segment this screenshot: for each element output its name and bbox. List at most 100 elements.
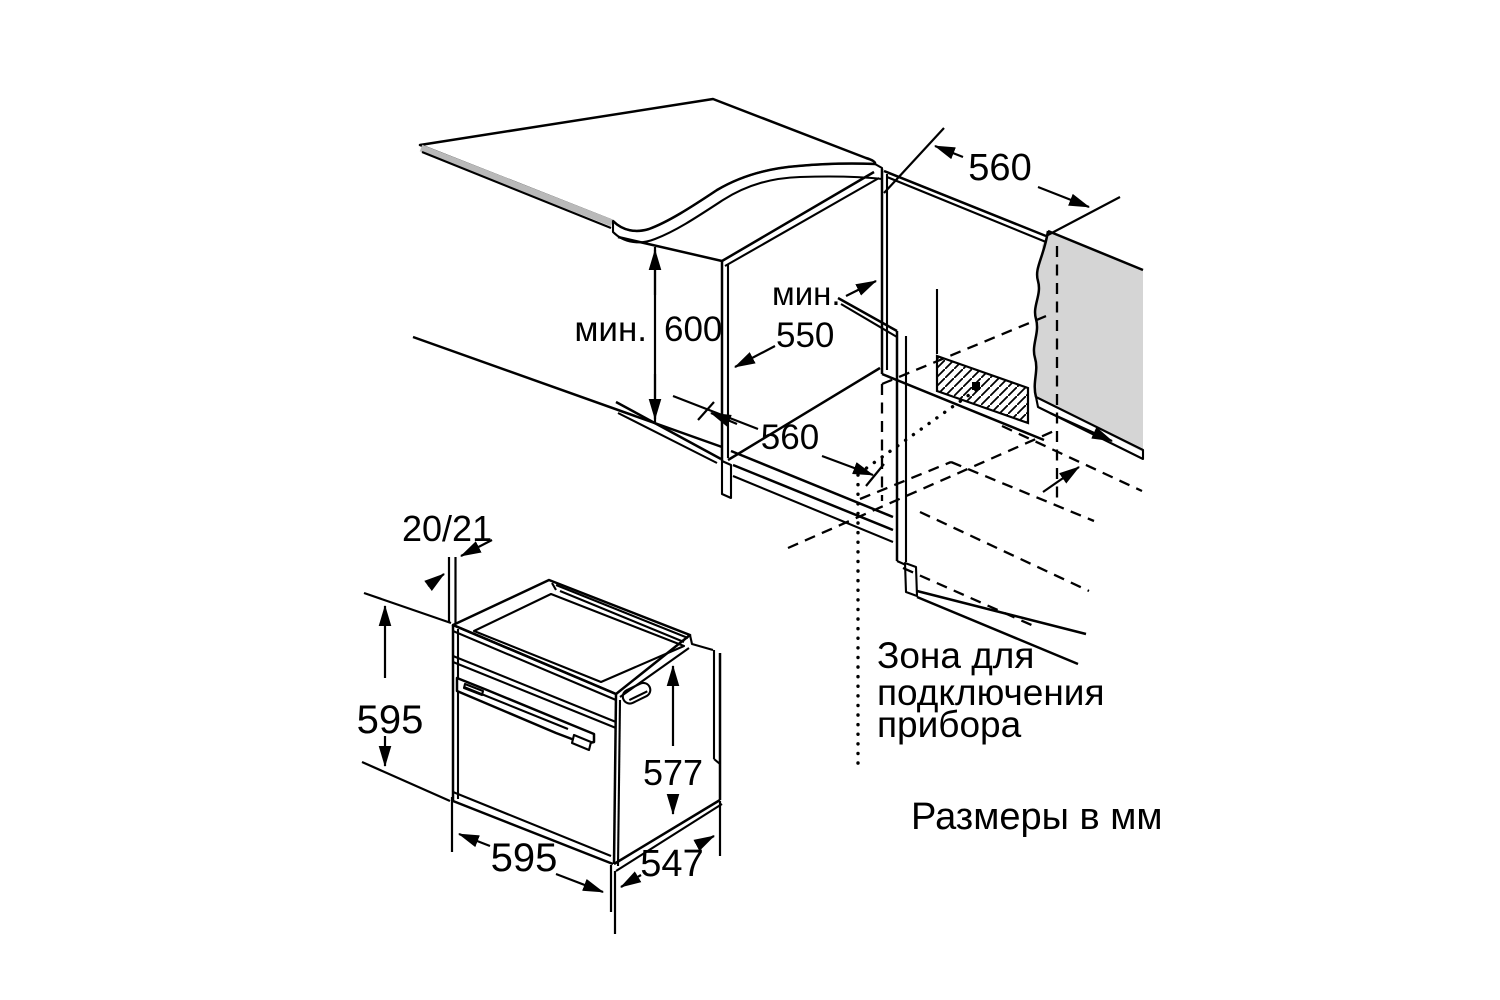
right-panel-top-edge: [837, 296, 898, 333]
dim595h-arrow-right: [555, 872, 604, 894]
dim560b-tick-right: [865, 463, 885, 487]
connection-zone-note-line2: подключения: [877, 672, 1105, 713]
oven-door-bottom-seam: [452, 791, 612, 857]
dim-label-2021: 20/21: [402, 508, 492, 549]
niche-cabinet: [720, 169, 1047, 500]
oven-front-top-edge: [452, 623, 617, 696]
notes: Зона для подключения прибора Размеры в м…: [877, 635, 1162, 838]
rear-wall: [1001, 229, 1145, 502]
dim560t-arrow-right: [1037, 185, 1090, 209]
oven: [451, 578, 723, 872]
dim-oven-height-595: 595: [357, 591, 452, 803]
oven-projection-dashed: [787, 312, 1095, 629]
oven-panel-seam-1: [452, 655, 617, 723]
dim-label-560-bottom: 560: [761, 418, 819, 457]
niche-floor-front-edge: [727, 366, 881, 462]
dim547-arrow-left: [620, 871, 642, 888]
right-wall-bottom-edge: [881, 372, 1045, 442]
oven-side-grip-cutout: [621, 681, 652, 705]
floor-line-right: [730, 449, 894, 519]
floor-line-left: [412, 335, 723, 449]
floor-line-far-right-1: [916, 589, 1087, 636]
right-panel-top-edge-2: [840, 303, 898, 338]
connection-point-marker: [972, 382, 980, 390]
dim2021-arrow-left: [424, 573, 445, 592]
dim-niche-depth-560-top: 560: [883, 127, 1121, 237]
dim-label-min600-value: 600: [664, 310, 722, 349]
dim560b-arrow-left: [710, 411, 738, 427]
plinth-top-left: [615, 400, 722, 461]
dashed-top-edge: [881, 312, 1052, 386]
dim-label-595-height: 595: [357, 698, 424, 742]
oven-front-top-edge-2: [452, 630, 617, 701]
dim560b-line-left: [672, 394, 759, 431]
plinth-bottom-right: [732, 475, 894, 543]
left-panel-foot: [720, 459, 733, 500]
dim-label-595-width: 595: [491, 836, 558, 880]
connection-zone-note-line1: Зона для: [877, 635, 1034, 676]
dim550-arrow-left: [734, 345, 776, 368]
dashed-bottom-long: [787, 429, 1055, 550]
leader-dotted-diagonal: [859, 388, 978, 474]
dim-label-560-top: 560: [968, 147, 1031, 189]
plinth-top-right: [732, 463, 894, 532]
oven-front-right-edge: [612, 693, 618, 865]
plinth-bottom-left: [617, 412, 718, 464]
oven-panel-seam-2: [452, 661, 617, 729]
dim560t-arrow-left: [934, 144, 964, 160]
dim595h-arrow-left: [458, 832, 491, 848]
oven-bottom-edge-right-2: [615, 803, 723, 872]
rear-wall-top-edge: [1047, 229, 1144, 272]
dim595v-ext-top: [363, 591, 452, 625]
dim-facade-2021: 20/21: [402, 508, 493, 623]
oven-top-recess: [472, 592, 686, 684]
oven-back-trim-notch-l: [551, 582, 557, 591]
dim-niche-height-600: мин. 600: [574, 247, 722, 422]
oven-bottom-edge-right: [613, 798, 721, 866]
worktop-wave-edge-band: [611, 162, 884, 244]
dim-label-547: 547: [640, 843, 703, 885]
worktop-underside-left: [617, 235, 723, 263]
dashed-floor-low: [902, 566, 1037, 629]
oven-handle: [455, 676, 596, 752]
dim-oven-width-595: 595: [450, 797, 617, 934]
right-wall-top-edge: [883, 169, 1047, 238]
oven-front-bottom-edge: [452, 799, 614, 866]
dim-niche-width-550: мин. 550: [734, 275, 877, 368]
wall-gap-arrow-lower: [1042, 466, 1080, 493]
niche-top-front-edge-2: [724, 177, 880, 267]
oven-handle-right-foot: [570, 733, 593, 752]
oven-back-top-connector: [688, 634, 714, 652]
units-note: Размеры в мм: [911, 796, 1162, 838]
worktop-left-edge-band: [419, 144, 614, 227]
dim560b-arrow-right: [821, 454, 874, 477]
dashed-bottom-left: [859, 460, 952, 501]
connection-zone-note-line3: прибора: [877, 704, 1022, 745]
connection-zone: [856, 289, 1030, 768]
right-wall-top-edge-2: [886, 176, 1047, 243]
right-panel-foot: [903, 561, 919, 598]
worktop: [418, 97, 884, 263]
dim-label-577: 577: [643, 752, 703, 793]
niche-top-front-edge: [721, 170, 875, 263]
dim-oven-depth-547: 547: [620, 801, 722, 888]
rear-wall-surface: [1033, 231, 1143, 452]
wall-gap-arrow-upper: [1049, 411, 1113, 443]
dim2021-arrow-right: [460, 539, 493, 557]
hidden-floor-edge-at-wall: [1001, 424, 1143, 493]
dim560b-tick-left: [697, 401, 715, 421]
floor-lines: [412, 335, 1087, 666]
connection-zone-hatch: [935, 354, 1030, 425]
dashed-floor-mid: [919, 510, 1090, 593]
oven-back-trim-1: [555, 584, 689, 639]
dim-niche-floor-560: 560: [672, 394, 885, 487]
dim-oven-body-577: 577: [643, 664, 703, 816]
dim547-arrow-right: [693, 835, 715, 852]
oven-back-trim-2: [559, 590, 685, 643]
oven-front-right-edge-2: [616, 699, 622, 867]
oven-handle-left-notch: [462, 682, 485, 697]
dim550-arrow-right: [845, 280, 877, 297]
dim560t-ext-left: [883, 127, 945, 194]
